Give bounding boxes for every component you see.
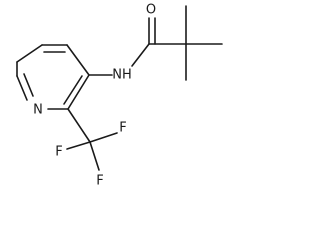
- fluorine-left-label: F: [55, 145, 62, 160]
- bond-c3-c4: [16, 44, 43, 63]
- bond-c6-c1: [67, 74, 90, 110]
- bond-cf3-f-bottom: [89, 141, 100, 171]
- bond-n-c3: [16, 75, 28, 101]
- ring-nitrogen-label: N: [33, 103, 43, 118]
- bond-n-c3-double: [23, 73, 34, 97]
- bond-nh-carbonyl: [131, 43, 150, 67]
- bond-c1-cf3: [67, 108, 91, 143]
- fluorine-right-label: F: [119, 121, 126, 136]
- bond-cf3-f-left: [66, 141, 91, 150]
- molecule-drawing: O NH N F F F: [16, 3, 223, 189]
- bond-c6-c1-double: [63, 75, 83, 105]
- structure-diagram: O NH N F F F: [16, 3, 223, 189]
- fluorine-bottom-label: F: [96, 174, 103, 189]
- bond-c5-c6: [66, 44, 90, 76]
- amide-nh-label: NH: [112, 68, 132, 83]
- bond-cf3-f-right: [89, 132, 118, 143]
- oxygen-label: O: [146, 3, 156, 18]
